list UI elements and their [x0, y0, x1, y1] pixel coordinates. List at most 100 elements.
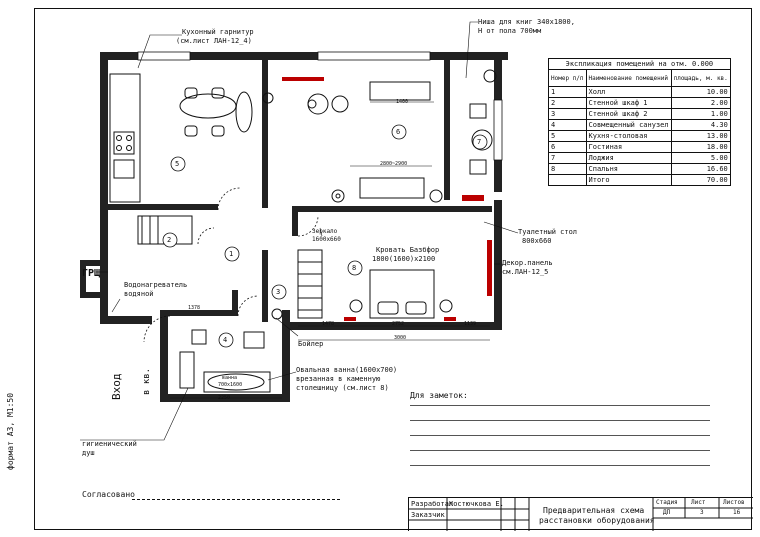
legend-row-area: 13.00	[670, 130, 731, 142]
room-number-2: 2	[167, 236, 172, 244]
agreed-signature-line	[132, 499, 340, 500]
note-line	[410, 450, 710, 451]
entry-sublabel: в кв.	[142, 367, 152, 395]
drawing-frame	[34, 8, 752, 530]
stamp-dev-label: Разработал	[411, 500, 454, 508]
callout-bookcase-height: Н от пола 700мм	[478, 27, 542, 35]
callout-grsh: ГРЩ	[82, 268, 101, 279]
legend-row-num: 3	[548, 108, 587, 120]
door-swings	[143, 187, 319, 343]
stamp-stage-label: Стадия	[656, 499, 678, 506]
legend-total-area: 70.00	[670, 174, 731, 186]
radiator-bed-1	[344, 317, 356, 321]
legend-row-area: 10.00	[670, 86, 731, 98]
legend-total-label: Итого	[585, 174, 672, 186]
room-number-8: 8	[352, 264, 357, 272]
room-number-5: 5	[175, 160, 180, 168]
dim-lines	[170, 101, 490, 399]
legend-row-name: Гостиная	[585, 141, 672, 153]
dim-bed-left: 1478	[322, 321, 335, 327]
legend-row-area: 1.00	[670, 108, 731, 120]
bed	[349, 269, 453, 319]
callout-bath-2: врезанная в каменную	[296, 375, 381, 383]
legend-row-num: 2	[548, 97, 587, 109]
callout-decor-panel-1: Декор.панель	[502, 259, 553, 267]
note-line	[410, 420, 710, 421]
legend-col-num: Номер п/п	[548, 69, 587, 87]
legend-col-name: Наименование помещений	[585, 69, 672, 87]
legend-row-name: Лоджия	[585, 152, 672, 164]
title-block: Разработал Костючкова Е. Заказчик Предва…	[408, 497, 753, 531]
callout-kitchen-set-ref: (см.лист ЛАН-12_4)	[176, 37, 252, 45]
legend-row-area: 18.00	[670, 141, 731, 153]
kitchen-counter	[109, 73, 141, 203]
leaders	[80, 21, 519, 441]
callout-decor-panel-2: см.ЛАН-12_5	[502, 268, 549, 276]
note-line	[410, 435, 710, 436]
callout-bed-2: 1800(1600)х2100	[372, 255, 436, 263]
dining-table	[179, 87, 253, 137]
bedroom-wardrobe	[297, 249, 323, 319]
legend-row-area: 2.00	[670, 97, 731, 109]
notes-title: Для заметок:	[410, 391, 468, 400]
dim-bed-center: 2752	[392, 321, 405, 327]
entry-label: Вход	[110, 373, 123, 401]
radiator-loggia	[462, 195, 484, 201]
legend-row-num: 5	[548, 130, 587, 142]
walls	[80, 52, 508, 402]
dim-sofa: 2800~2900	[380, 161, 408, 167]
room-markers	[162, 124, 488, 348]
legend-row-area: 5.00	[670, 152, 731, 164]
legend-row-num: 4	[548, 119, 587, 131]
room-number-4: 4	[223, 336, 228, 344]
dim-bedroom-total: 3000	[394, 335, 407, 341]
stamp-stage: ДП	[663, 509, 671, 516]
stamp-dev-name: Костючкова Е.	[449, 500, 504, 508]
legend-row-name: Кухня-столовая	[585, 130, 672, 142]
callout-water-heater-2: водяной	[124, 290, 154, 298]
legend-col-area: площадь, м. кв.	[670, 69, 731, 87]
room-number-6: 6	[396, 128, 401, 136]
callout-bookcase: Ниша для книг 340х1800,	[478, 18, 575, 26]
dim-bed-right: 1139	[464, 321, 477, 327]
stamp-sheet-label: Лист	[691, 499, 706, 506]
living-furniture	[262, 81, 443, 203]
bath-label-2: 700х1600	[218, 382, 243, 388]
radiator-living	[282, 77, 324, 81]
legend-row-name: Стенной шкаф 2	[585, 108, 672, 120]
callout-bed-1: Кровать Базбфор	[376, 246, 440, 254]
windows	[137, 51, 503, 161]
title-block-grid	[409, 498, 753, 531]
dim-bath-top: 1378	[188, 305, 201, 311]
callout-toilet-table-1: Туалетный стол	[518, 228, 578, 236]
bathroom-fixtures	[179, 308, 283, 393]
room-number-1: 1	[229, 250, 234, 258]
decor-panel	[487, 240, 492, 296]
dim-bath: 2250	[218, 395, 231, 401]
note-line	[410, 465, 710, 466]
loggia-furniture	[469, 69, 497, 175]
note-line	[410, 405, 710, 406]
callout-hygienic-1: гигиенический	[82, 440, 137, 448]
legend-row-area: 16.60	[670, 163, 731, 175]
callout-bath-1: Овальная ванна(1600х700)	[296, 366, 398, 374]
callout-mirror-2: 1600х660	[312, 236, 341, 243]
stamp-sheets: 16	[733, 509, 741, 516]
callout-bath-3: столешницу (см.лист 8)	[296, 384, 389, 392]
stamp-title-2: расстановки оборудования	[539, 516, 655, 525]
callout-toilet-table-2: 800х660	[522, 237, 552, 245]
callout-kitchen-set: Кухонный гарнитур	[182, 28, 254, 36]
callout-water-heater-1: Водонагреватель	[124, 281, 188, 289]
legend-row-num: 1	[548, 86, 587, 98]
legend-row-name: Холл	[585, 86, 672, 98]
room-number-3: 3	[276, 288, 281, 296]
agreed-label: Согласовано	[82, 490, 135, 499]
